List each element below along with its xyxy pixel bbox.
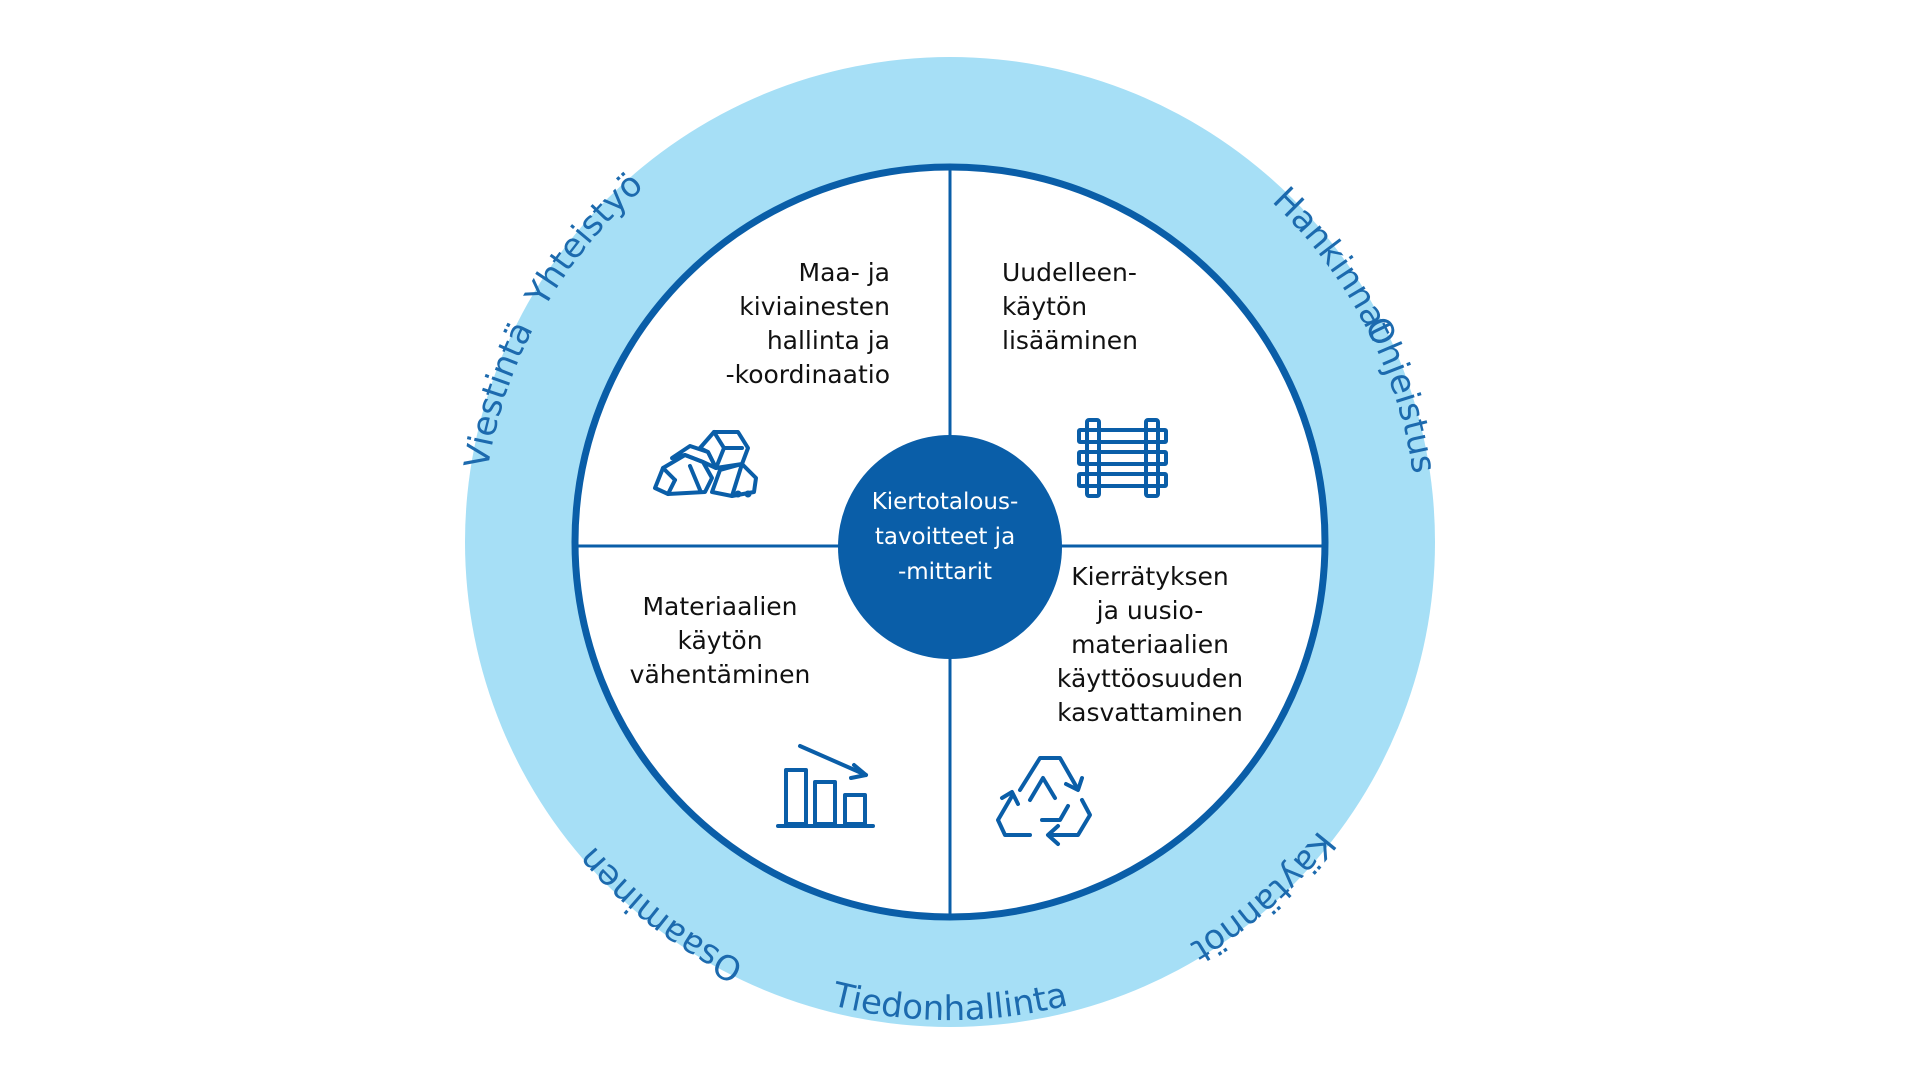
quadrant-top-right-text: Uudelleen- käytön lisääminen	[1002, 258, 1138, 355]
quadrant-bottom-left-text: Materiaalien käytön vähentäminen	[629, 592, 811, 689]
center-label: Kiertotalous- tavoitteet ja -mittarit	[871, 489, 1019, 585]
recycle-icon	[996, 756, 1092, 846]
rocks-icon	[653, 430, 758, 498]
quadrant-bottom-right-text: Kierrätyksen ja uusio- materiaalien käyt…	[1056, 562, 1244, 727]
center-circle	[838, 435, 1062, 659]
quadrant-top-left-text: Maa- ja kiviainesten hallinta ja -koordi…	[725, 258, 890, 389]
declining-bar-chart-icon	[776, 744, 875, 828]
rail-track-icon	[1077, 418, 1168, 498]
